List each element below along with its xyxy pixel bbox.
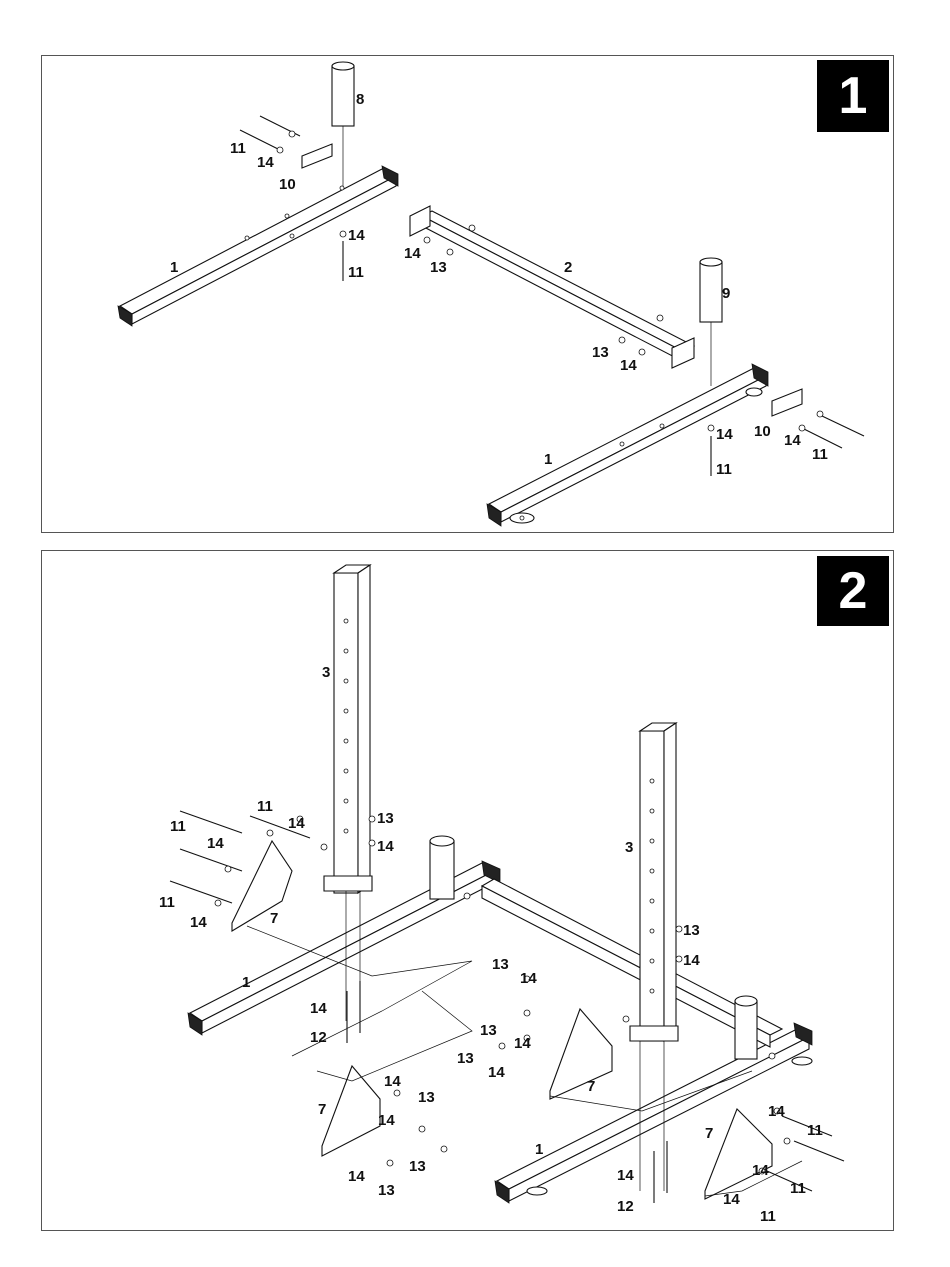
callout-11: 11 — [716, 461, 732, 478]
callout-11: 11 — [760, 1208, 776, 1225]
weight-sleeve-9 — [700, 258, 722, 386]
gusset-plate-bottom-left — [322, 1066, 380, 1156]
weight-sleeve-right — [735, 996, 757, 1059]
callout-11: 11 — [790, 1180, 806, 1197]
callout-1: 1 — [170, 259, 178, 276]
callout-11: 11 — [159, 894, 175, 911]
weight-sleeve-left — [430, 836, 454, 899]
callout-11: 11 — [230, 140, 246, 157]
hardware-bolts — [240, 116, 864, 476]
bracket-plate-upper — [302, 144, 332, 168]
weight-sleeve-8 — [332, 62, 354, 186]
callout-11: 11 — [348, 264, 364, 281]
callout-14: 14 — [207, 835, 224, 852]
callout-11: 11 — [257, 798, 273, 815]
callout-14: 14 — [716, 426, 733, 443]
callout-13: 13 — [418, 1089, 435, 1106]
callout-13: 13 — [409, 1158, 426, 1175]
callout-14: 14 — [404, 245, 421, 262]
assembly-step-1-panel: 1 — [41, 55, 894, 533]
step-1-exploded-diagram: 8 11 14 10 14 11 14 13 1 2 9 13 14 10 14… — [42, 56, 895, 534]
callout-10: 10 — [754, 423, 771, 440]
callout-14: 14 — [784, 432, 801, 449]
base-tube-left — [118, 166, 398, 326]
callout-14: 14 — [384, 1073, 401, 1090]
callout-14: 14 — [288, 815, 305, 832]
callout-14: 14 — [683, 952, 700, 969]
callout-7: 7 — [318, 1101, 326, 1118]
callout-1: 1 — [242, 974, 250, 991]
callout-14: 14 — [190, 914, 207, 931]
callout-14: 14 — [310, 1000, 327, 1017]
connecting-tube — [410, 206, 694, 368]
callout-11: 11 — [812, 446, 828, 463]
callout-14: 14 — [348, 1168, 365, 1185]
callout-11: 11 — [170, 818, 186, 835]
callout-14: 14 — [377, 838, 394, 855]
callout-12: 12 — [310, 1029, 327, 1046]
base-tube-right — [487, 364, 768, 526]
callout-14: 14 — [348, 227, 365, 244]
callout-14: 14 — [768, 1103, 785, 1120]
callout-14: 14 — [752, 1162, 769, 1179]
callout-14: 14 — [488, 1064, 505, 1081]
assembly-step-2-panel: 2 — [41, 550, 894, 1231]
gusset-plate-top-left — [232, 841, 292, 931]
callout-13: 13 — [430, 259, 447, 276]
gusset-plate-bottom-right — [705, 1109, 772, 1199]
callout-14: 14 — [620, 357, 637, 374]
callout-8: 8 — [356, 91, 364, 108]
callout-13: 13 — [683, 922, 700, 939]
callout-13: 13 — [377, 810, 394, 827]
callout-14: 14 — [723, 1191, 740, 1208]
callout-9: 9 — [722, 285, 730, 302]
callout-13: 13 — [378, 1182, 395, 1199]
callout-7: 7 — [587, 1078, 595, 1095]
callout-7: 7 — [270, 910, 278, 927]
gusset-plate-middle-right — [550, 1009, 612, 1099]
callout-13: 13 — [480, 1022, 497, 1039]
step-2-exploded-diagram: 3 3 11 14 11 14 13 14 11 14 7 1 14 12 13… — [42, 551, 895, 1232]
callout-1: 1 — [535, 1141, 543, 1158]
callout-13: 13 — [457, 1050, 474, 1067]
callout-14: 14 — [257, 154, 274, 171]
callout-2: 2 — [564, 259, 572, 276]
callout-13: 13 — [592, 344, 609, 361]
callout-3: 3 — [322, 664, 330, 681]
callout-7: 7 — [705, 1125, 713, 1142]
callout-14: 14 — [617, 1167, 634, 1184]
callout-13: 13 — [492, 956, 509, 973]
callout-14: 14 — [520, 970, 537, 987]
bracket-plate-lower — [772, 389, 802, 416]
callout-12: 12 — [617, 1198, 634, 1215]
callout-3: 3 — [625, 839, 633, 856]
callout-11: 11 — [807, 1122, 823, 1139]
callout-1: 1 — [544, 451, 552, 468]
callout-14: 14 — [378, 1112, 395, 1129]
callout-10: 10 — [279, 176, 296, 193]
callout-14: 14 — [514, 1035, 531, 1052]
